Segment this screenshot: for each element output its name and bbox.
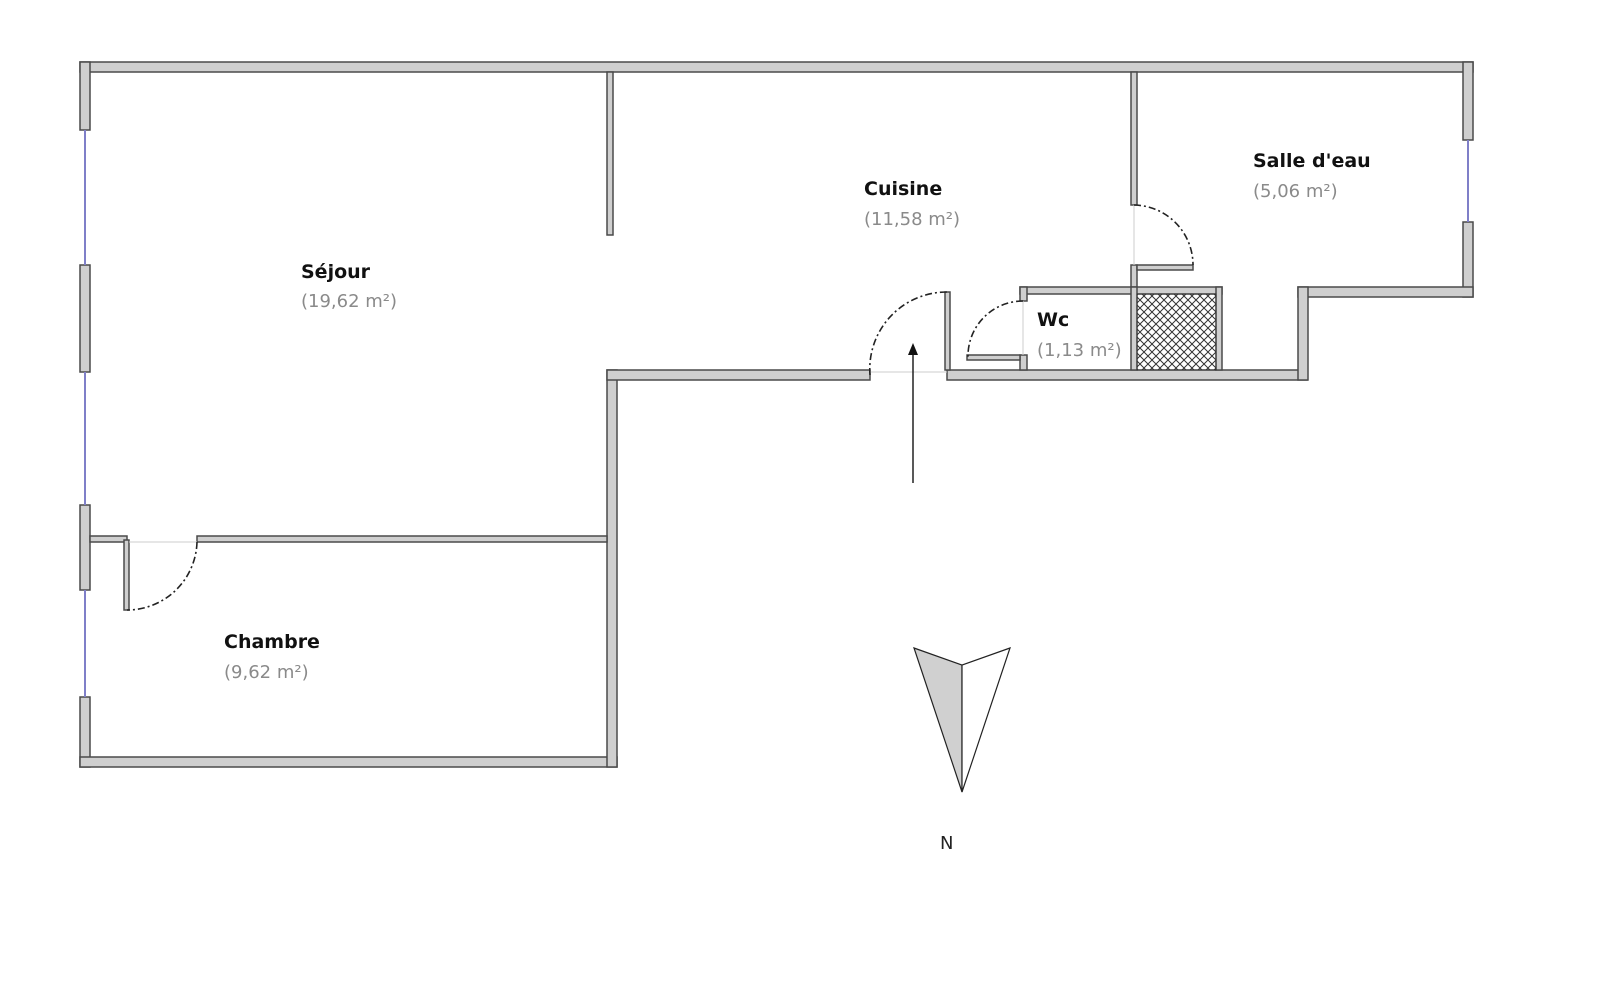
room-wc: Wc (1,13 m²) — [1037, 309, 1122, 361]
room-cuisine: Cuisine (11,58 m²) — [864, 178, 960, 230]
compass-needle-left — [913, 647, 963, 793]
room-area: (5,06 m²) — [1253, 181, 1338, 202]
compass-label: N — [940, 833, 953, 854]
room-area: (11,58 m²) — [864, 209, 960, 230]
room-name: Séjour — [301, 261, 371, 283]
room-area: (9,62 m²) — [224, 662, 309, 683]
room-area: (19,62 m²) — [301, 291, 397, 312]
room-name: Wc — [1037, 309, 1069, 331]
room-name: Cuisine — [864, 178, 942, 200]
compass-needle-right — [961, 647, 1011, 793]
room-area: (1,13 m²) — [1037, 340, 1122, 361]
room-name: Salle d'eau — [1253, 150, 1371, 172]
doors — [126, 204, 1194, 611]
compass: N — [913, 647, 1011, 854]
room-chambre: Chambre (9,62 m²) — [224, 631, 320, 683]
room-salle-deau: Salle d'eau (5,06 m²) — [1253, 150, 1371, 202]
hatched-fixture — [1136, 293, 1217, 371]
room-name: Chambre — [224, 631, 320, 653]
room-sejour: Séjour (19,62 m²) — [301, 261, 397, 312]
windows — [84, 130, 1469, 697]
entrance-arrow — [908, 343, 918, 483]
